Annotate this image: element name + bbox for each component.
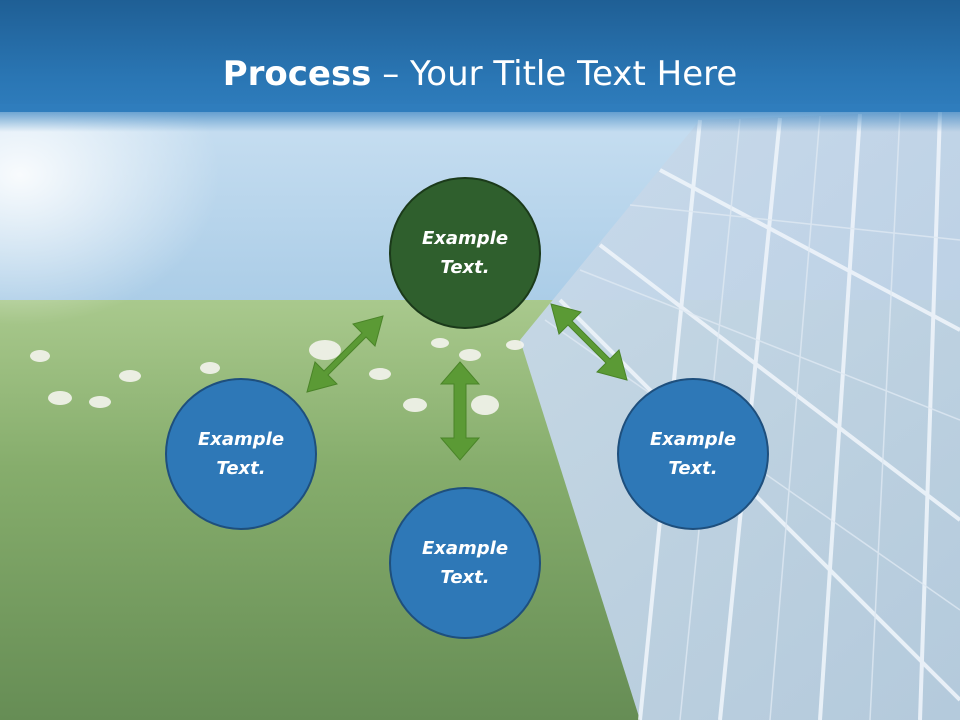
bottom-node[interactable]: Example Text. — [389, 487, 541, 639]
left-node[interactable]: Example Text. — [165, 378, 317, 530]
right-node[interactable]: Example Text. — [617, 378, 769, 530]
arrow-center-bottom — [439, 361, 481, 461]
title-bar-fade — [0, 104, 960, 132]
slide-title[interactable]: Process – Your Title Text Here — [0, 52, 960, 96]
center-node[interactable]: Example Text. — [389, 177, 541, 329]
arrow-center-right — [550, 303, 628, 381]
title-bar — [0, 0, 960, 112]
arrow-center-left — [306, 315, 384, 393]
title-rest-part: – Your Title Text Here — [371, 54, 738, 94]
title-bold-part: Process — [222, 54, 372, 94]
